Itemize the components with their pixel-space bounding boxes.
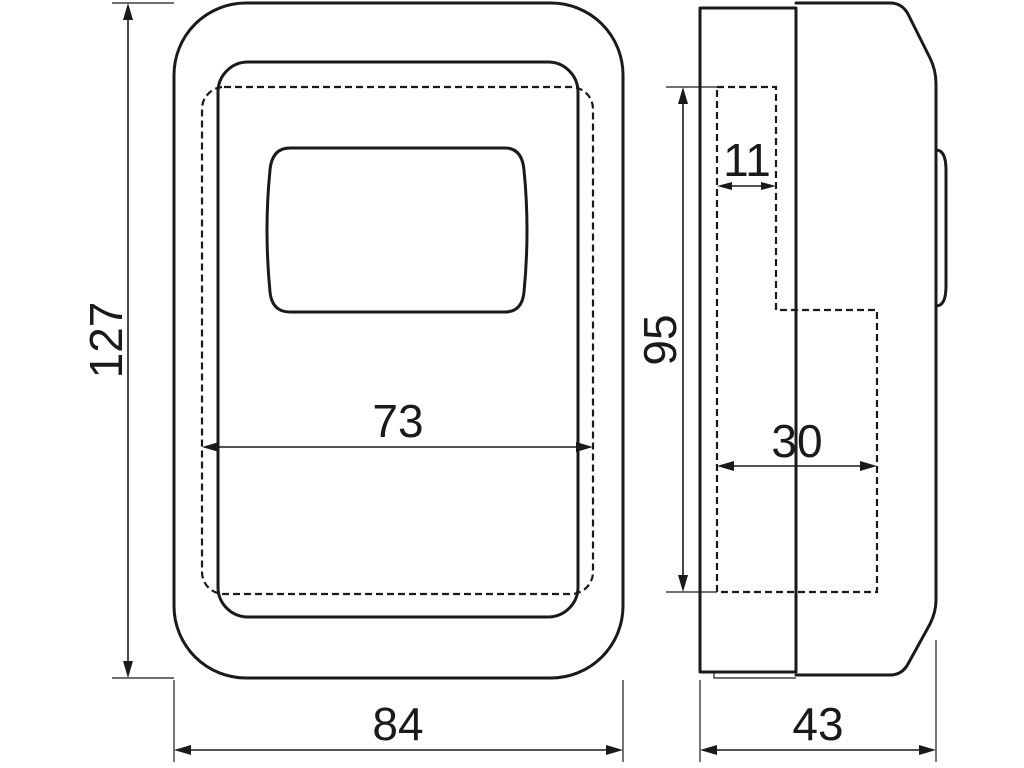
dimension-label-95: 95 xyxy=(634,314,686,365)
dimension-label-127: 127 xyxy=(80,302,132,379)
front-inner-cavity-hidden xyxy=(200,85,595,596)
side-view xyxy=(698,1,948,679)
dimension-lid-depth-11: 11 xyxy=(717,134,776,190)
side-base-tab xyxy=(713,672,796,679)
front-view xyxy=(172,1,625,680)
side-lid xyxy=(794,1,938,677)
dimension-inner-height-95: 95 xyxy=(634,86,717,593)
front-door-panel xyxy=(216,60,580,619)
dimension-label-43: 43 xyxy=(792,698,843,750)
dimension-label-11: 11 xyxy=(723,134,771,186)
dimension-label-73: 73 xyxy=(372,395,423,447)
front-window xyxy=(265,146,529,314)
dimension-inner-width-73: 73 xyxy=(202,395,593,452)
dimension-label-84: 84 xyxy=(372,698,423,750)
dimension-label-30: 30 xyxy=(771,415,822,467)
front-outer-body xyxy=(172,1,625,680)
side-base-plate xyxy=(698,6,798,674)
dimension-inner-depth-30: 30 xyxy=(717,415,877,471)
dimension-depth-43: 43 xyxy=(699,640,937,762)
dimension-width-84: 84 xyxy=(173,680,624,762)
side-knob xyxy=(934,148,948,308)
dimension-height-127: 127 xyxy=(80,2,174,679)
